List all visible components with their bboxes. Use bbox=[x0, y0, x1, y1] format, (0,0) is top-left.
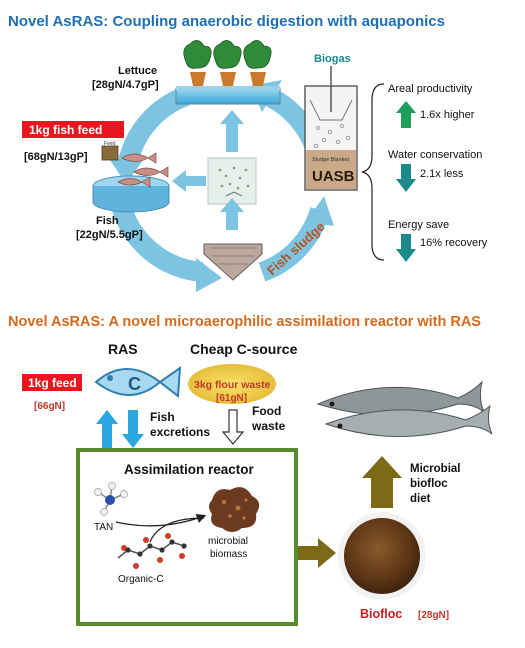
food-waste-label: Food waste bbox=[251, 404, 286, 433]
tan-to-biomass-arrow bbox=[115, 513, 207, 527]
flour-pile bbox=[188, 364, 276, 404]
uasb-reactor bbox=[304, 66, 358, 191]
fish-photo bbox=[316, 380, 493, 438]
settling-tank bbox=[207, 157, 257, 205]
fish-icon-glyph: C bbox=[128, 374, 141, 394]
fish-excretions-label: Fish excretions bbox=[150, 410, 210, 439]
metric-label: Areal productivity bbox=[388, 83, 473, 95]
assimilation-reactor-box bbox=[76, 448, 298, 626]
reactor-label: Assimilation reactor bbox=[124, 462, 255, 477]
biofloc-label: Biofloc bbox=[360, 607, 402, 621]
arrow-up-icon bbox=[396, 101, 416, 128]
feed-nitrogen: [66gN] bbox=[34, 401, 65, 412]
tan-molecule-icon bbox=[94, 482, 128, 516]
microbial-biomass-line-2: biomass bbox=[210, 549, 247, 560]
biofloc-diet-line-2: biofloc bbox=[410, 478, 448, 490]
biofloc-diet-line-3: diet bbox=[410, 493, 431, 505]
metric-energy-save: Energy save 16% recovery bbox=[388, 219, 488, 262]
food-waste-arrow bbox=[221, 409, 245, 445]
metric-label: Water conservation bbox=[388, 149, 482, 161]
fish-icon bbox=[94, 365, 182, 398]
metric-value: 1.6x higher bbox=[420, 109, 475, 121]
bottom-feed-badge bbox=[22, 374, 82, 391]
top-panel-title: Novel AsRAS: Coupling anaerobic digestio… bbox=[8, 13, 445, 30]
biofloc-pile bbox=[344, 518, 420, 594]
flour-nitrogen: [61gN] bbox=[216, 393, 247, 404]
biofloc-diet-label: Microbial biofloc diet bbox=[410, 463, 464, 505]
ras-exchange-arrows bbox=[96, 410, 144, 448]
top-feed-badge bbox=[22, 121, 124, 138]
top-feed-badge-text: 1kg fish feed bbox=[29, 123, 102, 137]
fish-tank bbox=[92, 152, 170, 213]
food-waste-line-2: waste bbox=[251, 419, 286, 433]
ras-label: RAS bbox=[108, 341, 138, 357]
sludge-funnel bbox=[203, 243, 263, 281]
arrow-down-icon bbox=[396, 164, 416, 192]
bottom-feed-badge-text: 1kg feed bbox=[28, 376, 77, 390]
metric-label: Energy save bbox=[388, 219, 449, 231]
biofloc-nitrogen: [28gN] bbox=[418, 610, 449, 621]
fish-sludge-label: Fish sludge bbox=[264, 219, 328, 278]
organic-c-to-biomass-arrow bbox=[149, 517, 205, 543]
lettuce-bed bbox=[175, 40, 281, 105]
bottom-panel-title: Novel AsRAS: A novel microaerophilic ass… bbox=[8, 314, 481, 330]
feed-bag-text: Feed bbox=[104, 141, 116, 147]
reactor-to-biofloc-arrow bbox=[298, 538, 336, 568]
fish-label: Fish bbox=[96, 215, 119, 227]
center-arrows bbox=[172, 110, 244, 230]
microbial-biomass-label: microbial biomass bbox=[208, 536, 251, 560]
biofloc-to-fish-arrow bbox=[362, 456, 402, 508]
feed-bag: Feed bbox=[101, 141, 119, 161]
feed-nutrients: [68gN/13gP] bbox=[24, 151, 88, 163]
microbial-biomass-icon bbox=[209, 487, 260, 532]
arrow-down-icon bbox=[396, 234, 416, 262]
microbial-biomass-line-1: microbial bbox=[208, 536, 248, 547]
sludge-blanket-label: Sludge Blanket bbox=[312, 157, 349, 163]
uasb-label: UASB bbox=[312, 168, 355, 185]
food-waste-line-1: Food bbox=[252, 404, 281, 418]
organic-c-label: Organic-C bbox=[118, 574, 164, 585]
metric-value: 2.1x less bbox=[420, 168, 464, 180]
lettuce-label: Lettuce bbox=[118, 65, 157, 77]
biofloc-diet-line-1: Microbial bbox=[410, 463, 460, 475]
lettuce-nutrients: [28gN/4.7gP] bbox=[92, 79, 159, 91]
organic-c-molecule-icon bbox=[117, 533, 187, 569]
metric-value: 16% recovery bbox=[420, 237, 488, 249]
fish-nutrients: [22gN/5.5gP] bbox=[76, 229, 143, 241]
c-source-label: Cheap C-source bbox=[190, 341, 298, 357]
fish-excretions-line-2: excretions bbox=[150, 425, 210, 439]
tan-label: TAN bbox=[94, 522, 113, 533]
fish-excretions-line-1: Fish bbox=[150, 410, 175, 424]
metric-areal-productivity: Areal productivity 1.6x higher bbox=[388, 83, 475, 128]
flour-waste-label: 3kg flour waste bbox=[194, 379, 271, 391]
metrics-brace bbox=[361, 83, 385, 261]
metric-water-conservation: Water conservation 2.1x less bbox=[388, 149, 482, 192]
biogas-label: Biogas bbox=[314, 53, 351, 65]
